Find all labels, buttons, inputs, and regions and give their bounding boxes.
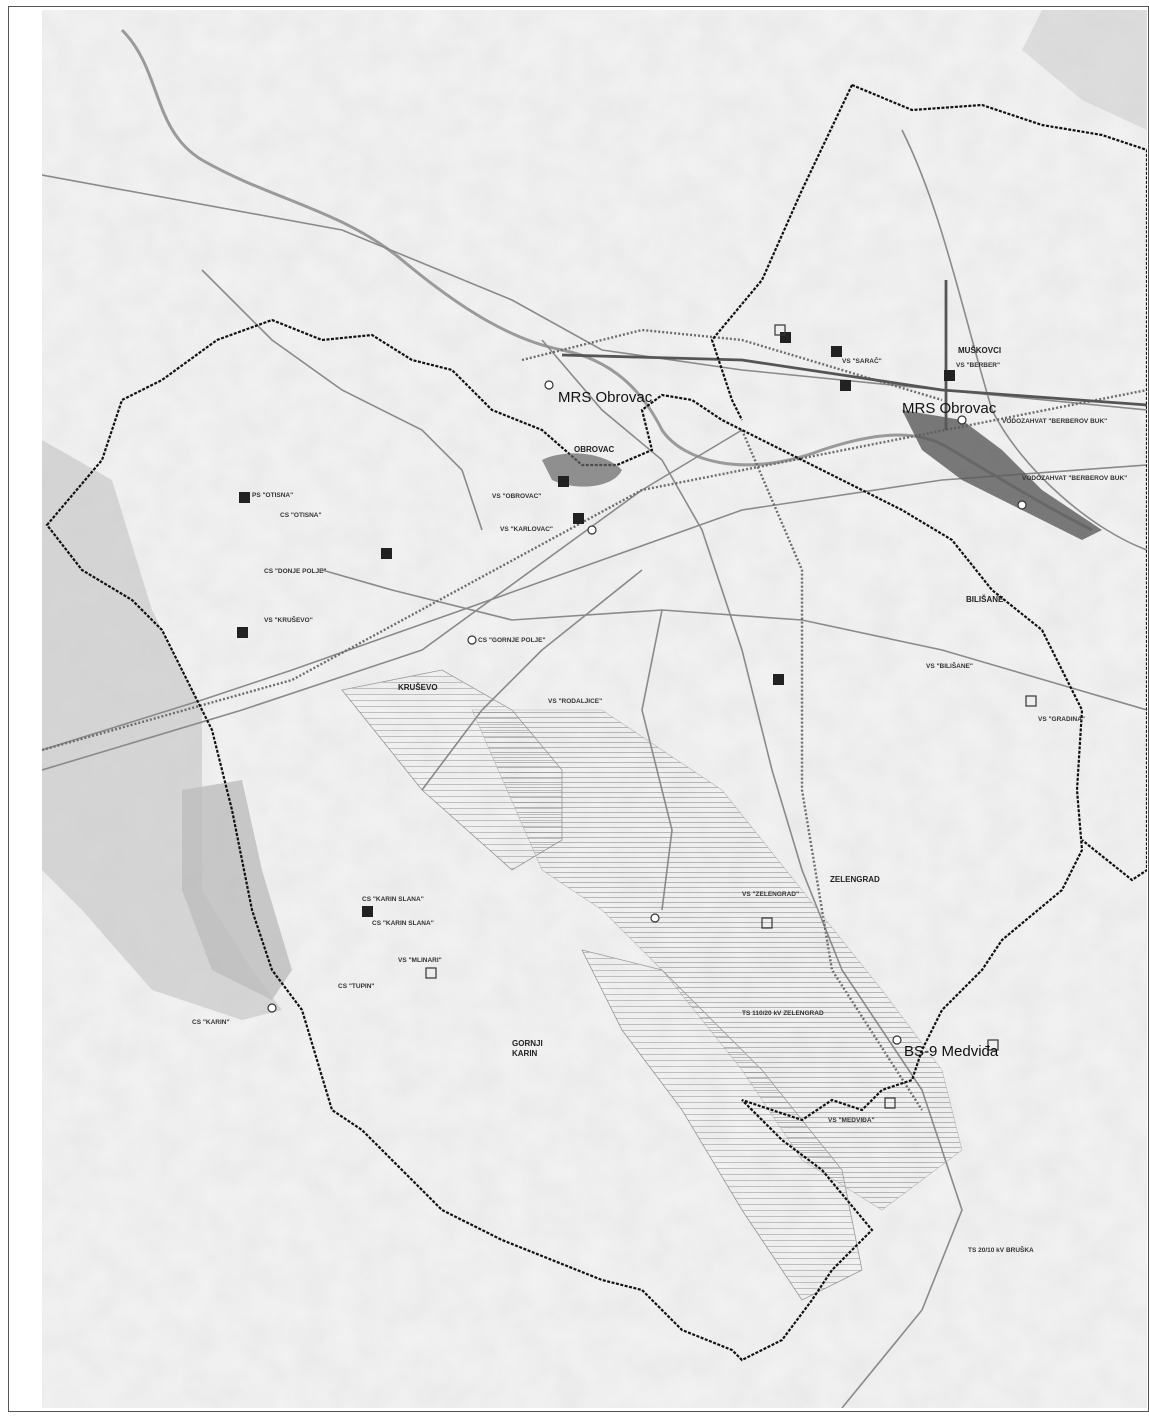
label-cs-karin: CS "KARIN" (192, 1019, 230, 1026)
square-facility-icon[interactable] (558, 476, 569, 487)
label-cs-karin-slana-1: CS "KARIN SLANA" (362, 896, 424, 903)
label-vodozahvat-2: VODOZAHVAT "BERBEROV BUK" (1022, 475, 1127, 482)
square-facility-icon[interactable] (840, 380, 851, 391)
square-facility-icon[interactable] (362, 906, 373, 917)
municipality-boundary-north (710, 83, 1147, 882)
crossed-circle-icon[interactable] (267, 1003, 277, 1013)
crossed-circle-icon[interactable] (467, 635, 477, 645)
label-vodozahvat-1: VODOZAHVAT "BERBEROV BUK" (1002, 418, 1107, 425)
label-muskovci: MUŠKOVCI (958, 346, 1001, 355)
obrovac-urban-area (902, 410, 1102, 540)
label-zelengrad: ZELENGRAD (830, 875, 880, 884)
label-kruseva: KRUŠEVO (398, 683, 438, 692)
hatched-zone-3 (581, 949, 863, 1301)
terrain-ne (1022, 10, 1147, 130)
label-vs-kruseva: VS "KRUŠEVO" (264, 615, 313, 624)
square-facility-icon[interactable] (239, 492, 250, 503)
station-markers (267, 380, 1027, 1045)
crossed-circle-icon[interactable] (587, 525, 597, 535)
label-vs-karlovac: VS "KARLOVAC" (500, 526, 553, 533)
label-cs-otisna: CS "OTISNA" (280, 512, 322, 519)
label-ts-brucka: TS 20/10 kV BRUŠKA (968, 1245, 1034, 1254)
label-vs-bilisane: VS "BILIŠANE" (926, 661, 973, 670)
municipality-boundary-main (45, 318, 1084, 1362)
label-ps-otisna: PS "OTISNA" (252, 492, 293, 499)
label-vs-sarac: VS "SARAČ" (842, 356, 882, 365)
bay-area (42, 440, 282, 1020)
label-vs-berber: VS "BERBER" (956, 362, 1000, 369)
square-facility-icon[interactable] (573, 513, 584, 524)
square-facility-icon[interactable] (237, 627, 248, 638)
label-cs-gornje-polje: CS "GORNJE POLJE" (478, 637, 546, 644)
crossed-circle-icon[interactable] (1017, 500, 1027, 510)
circle-station-icon[interactable] (544, 380, 554, 390)
square-facility-icon[interactable] (780, 332, 791, 343)
label-vs-gradina: VS "GRADINA" (1038, 716, 1085, 723)
label-vs-medvida: VS "MEDVIĐA" (828, 1117, 875, 1124)
circle-station-icon[interactable] (892, 1035, 902, 1045)
label-mrs-obrovac-west: MRS Obrovac (558, 389, 653, 406)
label-bilisane: BILIŠANE (966, 595, 1004, 604)
map-canvas: MRS Obrovac MRS Obrovac BS-9 Medviđa OBR… (42, 10, 1147, 1408)
label-ts-zelengrad: TS 110/20 kV ZELENGRAD (742, 1010, 824, 1017)
label-karin: KARIN (512, 1049, 538, 1058)
label-vs-zelengrad: VS "ZELENGRAD" (742, 891, 799, 898)
label-gornji: GORNJI (512, 1039, 543, 1048)
square-facility-icon[interactable] (773, 674, 784, 685)
label-cs-donje-polje: CS "DONJE POLJE" (264, 568, 327, 575)
label-mrs-obrovac-east: MRS Obrovac (902, 400, 997, 417)
label-vs-rodaljice: VS "RODALJICE" (548, 698, 602, 705)
sea-inlet (182, 780, 292, 1000)
square-facility-icon[interactable] (831, 346, 842, 357)
label-cs-karin-slana-2: CS "KARIN SLANA" (372, 920, 434, 927)
square-facility-icon[interactable] (944, 370, 955, 381)
hatched-zone-2 (471, 709, 963, 1211)
small-square-markers (425, 324, 1037, 1109)
label-cs-tupin: CS "TUPIN" (338, 983, 375, 990)
square-facility-icon[interactable] (381, 548, 392, 559)
circle-station-icon[interactable] (957, 415, 967, 425)
circle-station-icon[interactable] (650, 913, 660, 923)
terrain-texture (42, 10, 1147, 1408)
main-pipeline (561, 280, 1147, 430)
label-vs-obrovac: VS "OBROVAC" (492, 493, 541, 500)
label-obrovac: OBROVAC (574, 445, 615, 454)
facility-markers (237, 332, 955, 917)
label-bs9-medvida: BS-9 Medviđa (904, 1043, 999, 1060)
label-vs-mlinari: VS "MLINARI" (398, 957, 442, 964)
power-lines (42, 328, 1147, 1111)
